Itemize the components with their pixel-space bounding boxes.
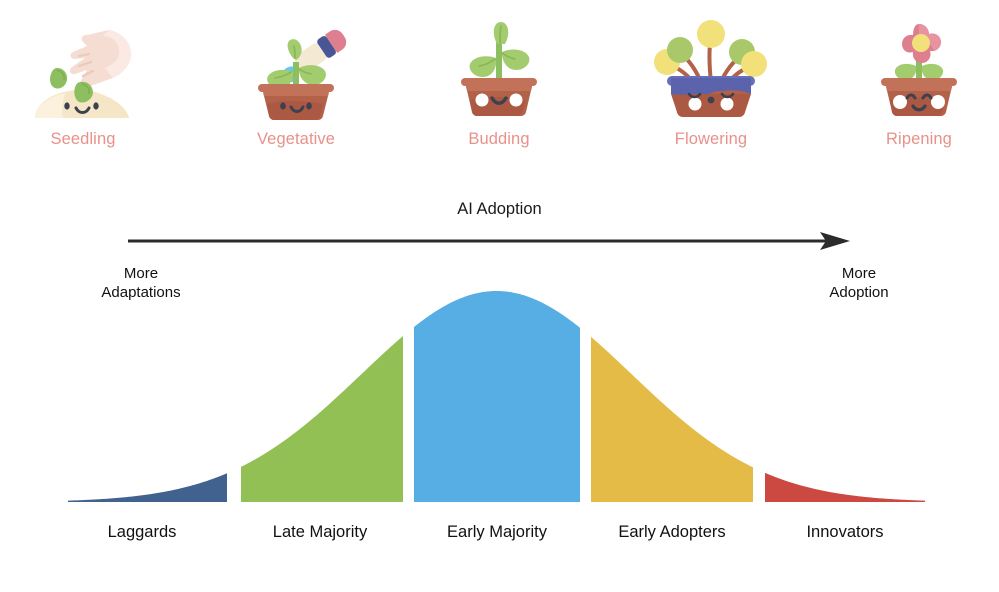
segment-label-innovators: Innovators [806, 523, 884, 541]
growth-stage-flowering: Flowering [626, 14, 796, 174]
adoption-arrow-icon [128, 232, 850, 250]
left-end-note: More Adaptations [72, 264, 210, 302]
growth-stage-vegetative: Vegetative [211, 14, 381, 174]
curve-segment [414, 291, 580, 502]
segment-label-laggards: Laggards [107, 523, 177, 541]
segment-label-early-majority: Early Majority [447, 523, 547, 541]
flowering-icon [654, 20, 767, 118]
growth-stage-seedling: Seedling [0, 14, 168, 174]
axis-title: AI Adoption [457, 200, 542, 218]
growth-stage-label: Vegetative [256, 130, 336, 148]
vegetative-icon [258, 29, 347, 121]
growth-stage-label: Seedling [50, 130, 116, 148]
segment-label-early-adopters: Early Adopters [618, 523, 726, 541]
left-end-note-line1: More [123, 265, 159, 282]
growth-stage-label: Budding [468, 130, 530, 148]
growth-stage-label: Flowering [674, 130, 748, 148]
growth-stage-label: Ripening [886, 130, 952, 148]
adoption-bell-curve [68, 291, 925, 502]
segment-label-late-majority: Late Majority [272, 523, 368, 541]
ripening-icon [881, 24, 957, 117]
growth-stage-budding: Budding [414, 14, 584, 174]
curve-segment [68, 473, 227, 502]
budding-icon [461, 22, 537, 117]
growth-stage-ripening: Ripening [834, 14, 999, 174]
curve-segment [241, 336, 403, 502]
seedling-icon [35, 30, 131, 118]
curve-segment [591, 336, 753, 502]
right-end-note: More Adoption [790, 264, 928, 302]
segment-label-row: Laggards Late Majority Early Majority Ea… [0, 523, 999, 555]
right-end-note-line2: Adoption [829, 284, 889, 301]
left-end-note-line2: Adaptations [101, 284, 181, 301]
curve-segment [765, 472, 925, 502]
right-end-note-line1: More [841, 265, 877, 282]
growth-stage-row: Seedling [0, 0, 999, 175]
